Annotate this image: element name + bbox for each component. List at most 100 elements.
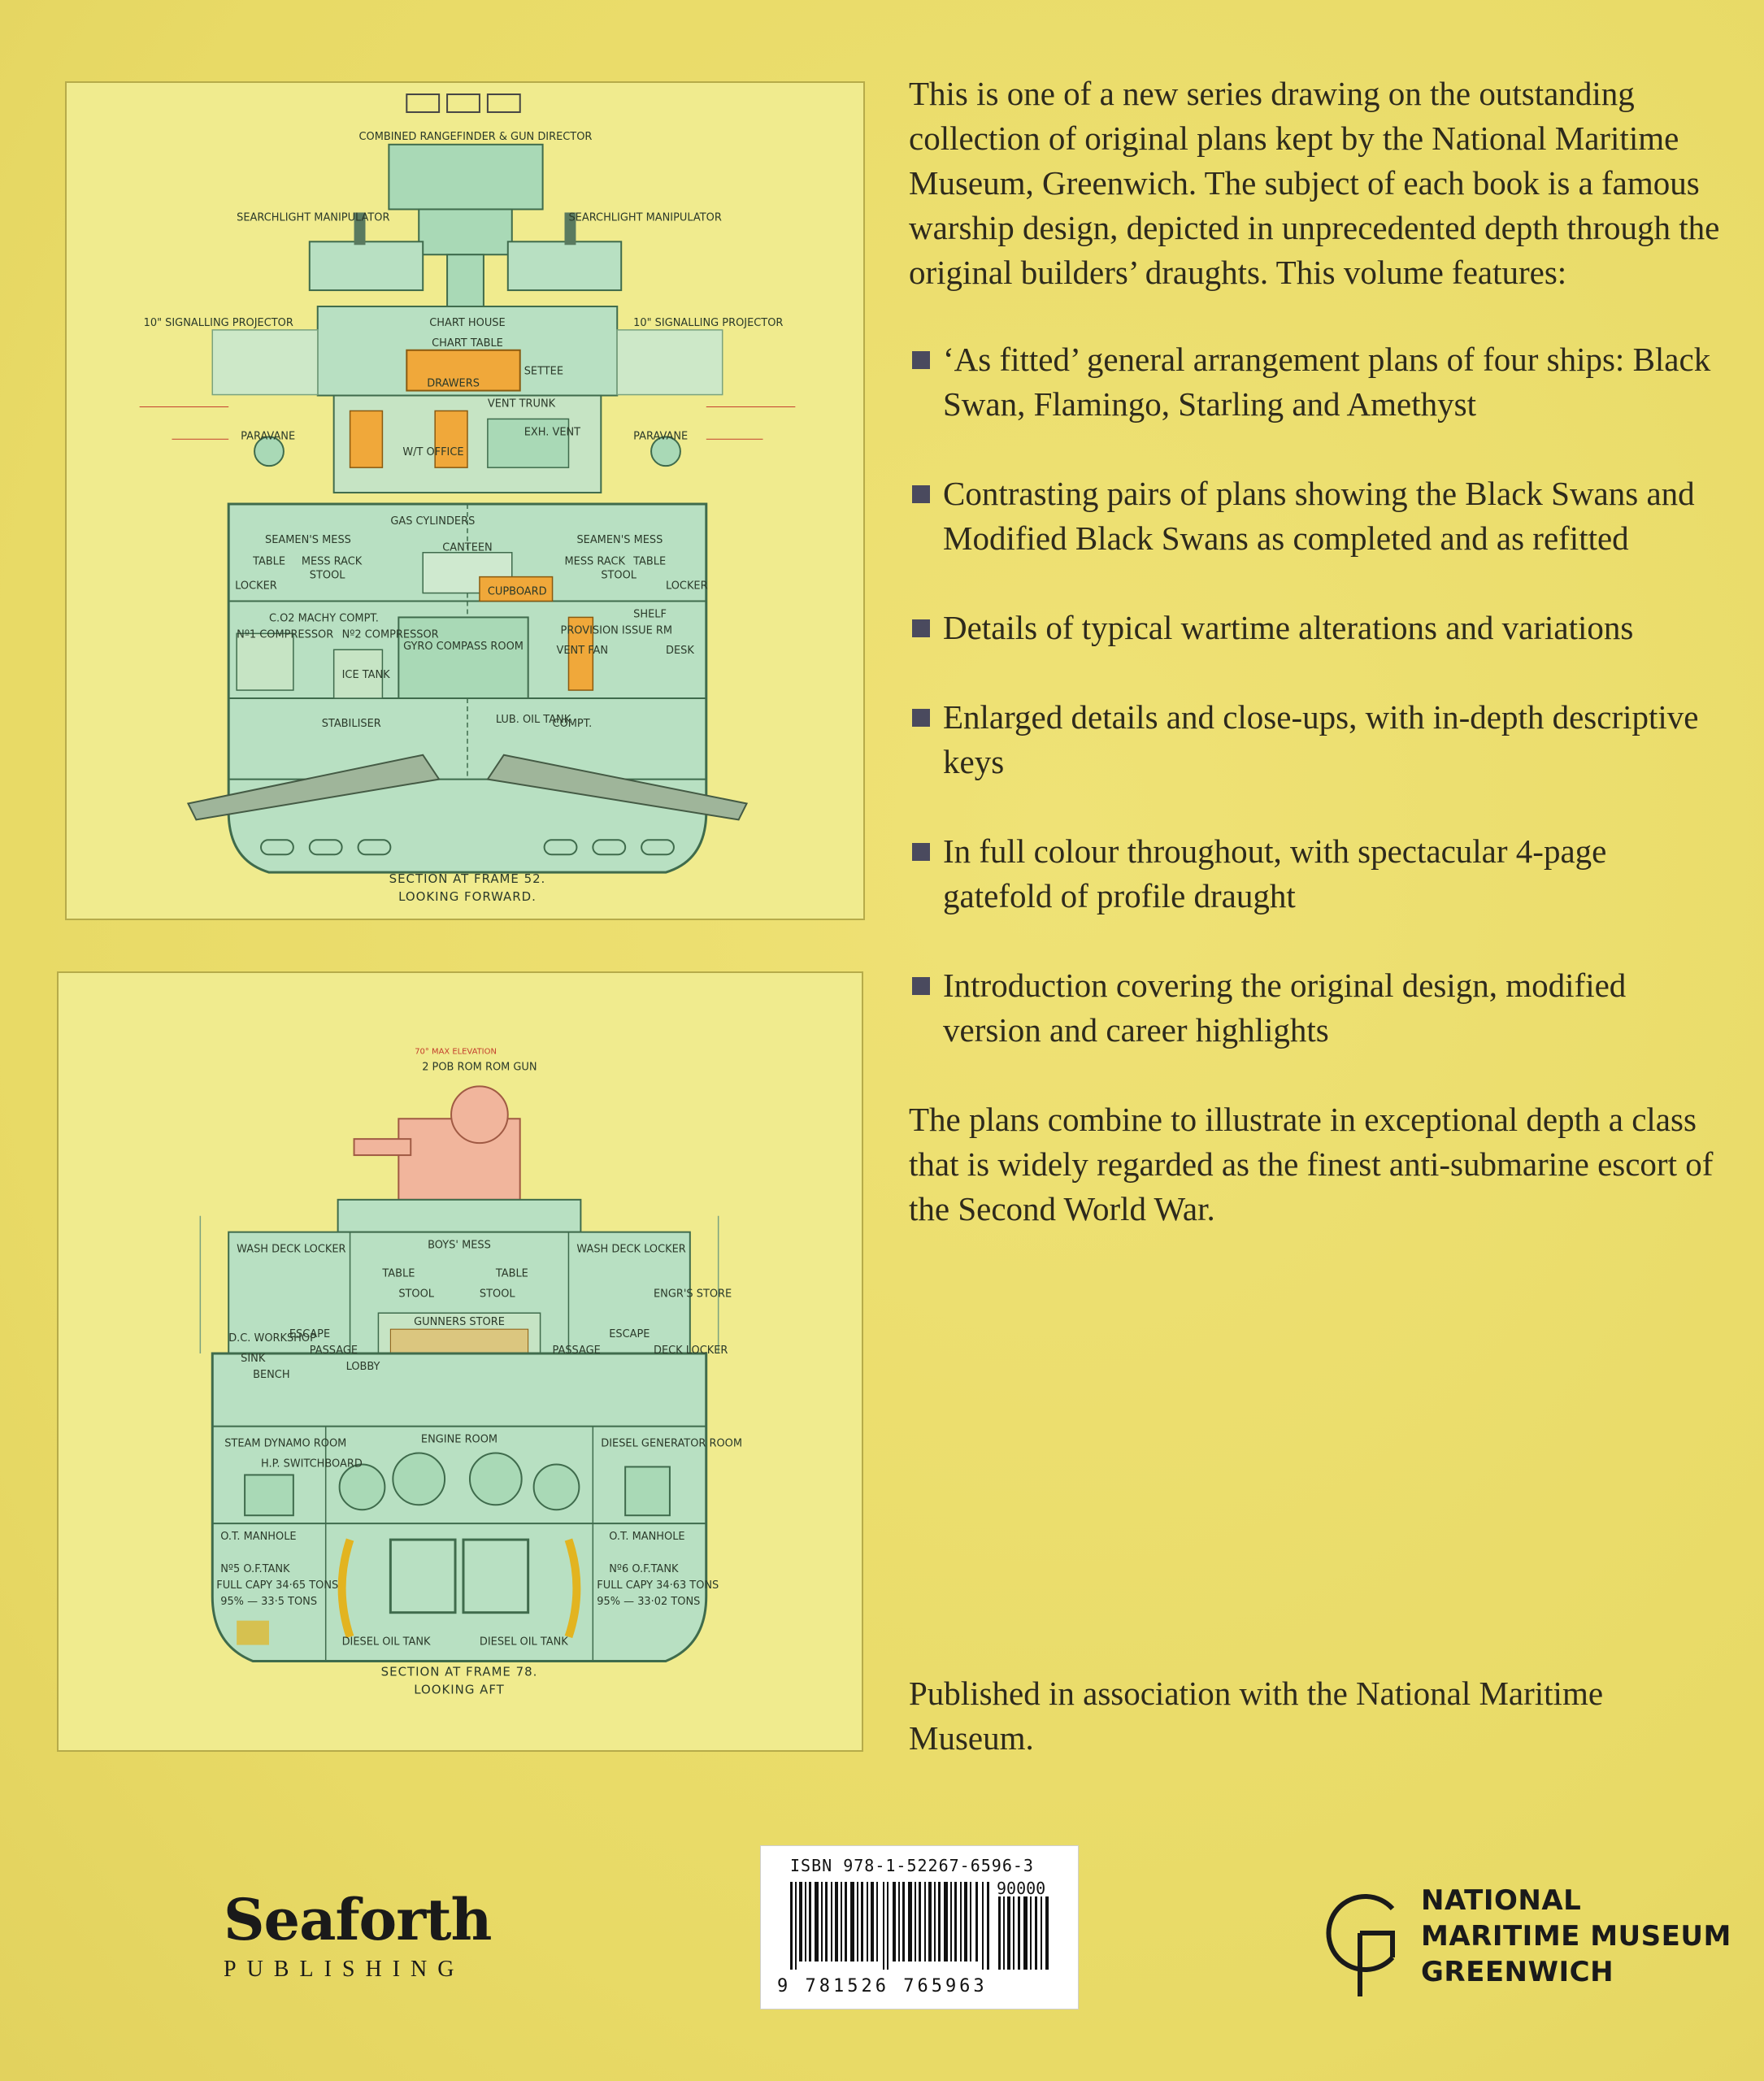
publisher-logo-sub: PUBLISHING	[224, 1957, 465, 1982]
label-provision: PROVISION ISSUE RM	[561, 624, 673, 636]
label-diesel-right: DIESEL OIL TANK	[480, 1636, 568, 1649]
label-gyro: GYRO COMPASS ROOM	[403, 641, 524, 653]
label-seamens-mess-left: SEAMEN'S MESS	[265, 534, 351, 546]
label-paravane-right: PARAVANE	[633, 430, 688, 442]
label-bench: BENCH	[253, 1369, 290, 1381]
label-gas-cylinders: GAS CYLINDERS	[390, 515, 475, 528]
label-settee: SETTEE	[524, 366, 563, 378]
feature-item: In full colour throughout, with spectacu…	[909, 829, 1722, 919]
museum-name: NATIONAL MARITIME MUSEUM GREENWICH	[1421, 1883, 1731, 1990]
feature-item: Contrasting pairs of plans showing the B…	[909, 471, 1722, 561]
label-diesel-left: DIESEL OIL TANK	[342, 1636, 431, 1649]
label-wash-deck-left: WASH DECK LOCKER	[237, 1244, 345, 1256]
label-chart-house: CHART HOUSE	[429, 317, 505, 329]
blurb-text: This is one of a new series drawing on t…	[909, 72, 1722, 1232]
label-compt: COMPT.	[553, 718, 593, 730]
label-table-left: TABLE	[252, 556, 285, 568]
isbn-number: ISBN 978-1-52267-6596-3	[790, 1856, 1034, 1875]
closing-paragraph: The plans combine to illustrate in excep…	[909, 1101, 1714, 1227]
label-exh-vent: EXH. VENT	[524, 426, 580, 438]
label-locker-left: LOCKER	[235, 580, 277, 593]
label-tons-left: 95% — 33·5 TONS	[220, 1596, 317, 1608]
publisher-logo-name: Seaforth	[224, 1886, 492, 1953]
label-vent-trunk: VENT TRUNK	[488, 398, 556, 410]
museum-name-line1: NATIONAL	[1421, 1884, 1582, 1917]
caption-frame-52-line2: LOOKING FORWARD.	[398, 889, 537, 904]
price-code: 90000	[997, 1879, 1046, 1898]
label-gunners-store: GUNNERS STORE	[414, 1316, 505, 1328]
label-passage-left: PASSAGE	[310, 1345, 358, 1357]
label-shelf: SHELF	[633, 608, 667, 620]
label-signalling-right: 10" SIGNALLING PROJECTOR	[633, 317, 783, 329]
label-drawers: DRAWERS	[427, 378, 480, 390]
label-passage-right: PASSAGE	[553, 1345, 601, 1357]
intro-paragraph: This is one of a new series drawing on t…	[909, 75, 1720, 291]
label-engine-room: ENGINE ROOM	[421, 1434, 497, 1446]
barcode-bars-icon	[790, 1882, 989, 1970]
label-co2-machy: C.O2 MACHY COMPT.	[269, 612, 379, 624]
label-diesel-gen: DIESEL GENERATOR ROOM	[601, 1438, 742, 1450]
section-frame-78-drawing: 2 POB ROM ROM GUN 70° MAX ELEVATION BOYS…	[199, 1048, 742, 1697]
bullet-square-icon	[912, 619, 930, 637]
feature-text: Details of typical wartime alterations a…	[943, 609, 1634, 646]
label-manhole-left: O.T. MANHOLE	[220, 1531, 296, 1543]
label-signalling-left: 10" SIGNALLING PROJECTOR	[144, 317, 293, 329]
label-compressor1: Nº1 COMPRESSOR	[237, 628, 333, 641]
label-full-capy-left: FULL CAPY 34·65 TONS	[216, 1579, 338, 1592]
label-deck-locker: DECK LOCKER	[654, 1345, 728, 1357]
label-lub-oil: LUB. OIL TANK	[496, 714, 571, 726]
price-barcode-icon	[998, 1896, 1049, 1970]
label-table-right: TABLE	[632, 556, 666, 568]
label-canteen: CANTEEN	[442, 542, 493, 554]
feature-text: Enlarged details and close-ups, with in-…	[943, 698, 1699, 780]
feature-item: Enlarged details and close-ups, with in-…	[909, 695, 1722, 784]
plan-plate-frame-52: COMBINED RANGEFINDER & GUN DIRECTOR SEAR…	[65, 81, 865, 920]
section-frame-52-drawing: COMBINED RANGEFINDER & GUN DIRECTOR SEAR…	[139, 93, 796, 904]
features-list: ‘As fitted’ general arrangement plans of…	[909, 337, 1722, 1053]
label-lobby: LOBBY	[346, 1361, 380, 1373]
published-note: Published in association with the Nation…	[909, 1675, 1604, 1757]
label-tank5: Nº5 O.F.TANK	[220, 1563, 290, 1575]
label-searchlight-left: SEARCHLIGHT MANIPULATOR	[237, 211, 389, 224]
label-paravane-left: PARAVANE	[241, 430, 295, 442]
label-rangefinder: COMBINED RANGEFINDER & GUN DIRECTOR	[358, 131, 592, 143]
label-steam-dynamo: STEAM DYNAMO ROOM	[224, 1438, 346, 1450]
label-stool-right-2: STOOL	[480, 1288, 515, 1300]
bullet-square-icon	[912, 351, 930, 369]
label-escape-left: ESCAPE	[289, 1328, 330, 1340]
label-sink: SINK	[241, 1353, 266, 1365]
label-engrs-store: ENGR'S STORE	[654, 1288, 732, 1300]
label-boys-mess: BOYS' MESS	[428, 1240, 491, 1252]
label-wash-deck-right: WASH DECK LOCKER	[576, 1244, 685, 1256]
label-mess-rack-left: MESS RACK	[302, 556, 363, 568]
feature-text: Introduction covering the original desig…	[943, 967, 1627, 1049]
museum-name-line2: MARITIME MUSEUM	[1421, 1920, 1731, 1953]
bullet-square-icon	[912, 709, 930, 727]
museum-name-line3: GREENWICH	[1421, 1956, 1614, 1988]
label-dc-workshop: D.C. WORKSHOP	[228, 1332, 316, 1345]
feature-text: In full colour throughout, with spectacu…	[943, 832, 1607, 915]
label-stool-left: STOOL	[310, 570, 345, 582]
label-vent-fan: VENT FAN	[557, 645, 609, 657]
feature-text: ‘As fitted’ general arrangement plans of…	[943, 341, 1711, 423]
caption-frame-52-line1: SECTION AT FRAME 52.	[389, 871, 546, 886]
bullet-square-icon	[912, 843, 930, 861]
bullet-square-icon	[912, 977, 930, 995]
label-cupboard: CUPBOARD	[488, 586, 547, 598]
label-locker-right: LOCKER	[666, 580, 708, 593]
feature-item: Introduction covering the original desig…	[909, 963, 1722, 1053]
caption-frame-78-line1: SECTION AT FRAME 78.	[381, 1664, 538, 1679]
caption-frame-78-line2: LOOKING AFT	[414, 1682, 505, 1697]
label-hp-switchboard: H.P. SWITCHBOARD	[261, 1458, 363, 1470]
barcode-digits: 9 781526 765963	[777, 1976, 988, 1996]
label-chart-table: CHART TABLE	[432, 337, 503, 350]
label-compressor2: Nº2 COMPRESSOR	[342, 628, 439, 641]
label-stabiliser: STABILISER	[322, 718, 381, 730]
label-table-right-2: TABLE	[495, 1267, 528, 1279]
label-searchlight-right: SEARCHLIGHT MANIPULATOR	[568, 211, 721, 224]
label-escape-right: ESCAPE	[609, 1328, 650, 1340]
label-stool-left-2: STOOL	[398, 1288, 434, 1300]
label-elevation: 70° MAX ELEVATION	[415, 1048, 497, 1057]
isbn-barcode: ISBN 978-1-52267-6596-3 90000	[760, 1845, 1079, 2009]
